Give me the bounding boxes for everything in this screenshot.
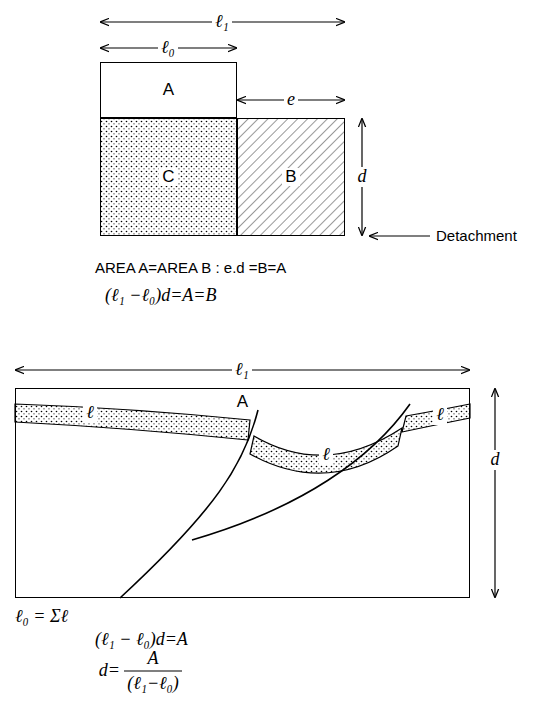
- stratigraphic-layer: [250, 428, 402, 473]
- equation: (ℓ₁ − ℓ₀)d=A: [95, 630, 188, 650]
- area-box: A: [100, 62, 237, 118]
- layer-length-label: ℓ: [319, 445, 333, 465]
- detachment-label: Detachment: [436, 228, 517, 245]
- fault-line: [192, 404, 410, 540]
- stratigraphic-layer: [15, 404, 250, 440]
- fraction-denominator: (ℓ₁−ℓ₀): [127, 674, 179, 694]
- area-box: C: [100, 118, 237, 236]
- equation: ℓ₀ = Σℓ: [15, 607, 68, 627]
- fault-line: [120, 410, 258, 598]
- equation: d=: [99, 661, 120, 681]
- equation: AREA A=AREA B : e.d =B=A: [95, 260, 286, 277]
- hatched-area: [237, 118, 345, 236]
- fraction-numerator: A: [148, 649, 159, 669]
- dimension-label: d: [355, 167, 370, 187]
- area-letter: A: [160, 81, 177, 100]
- stippled-area: [100, 118, 237, 236]
- area-letter: C: [159, 168, 177, 187]
- layer-length-label: ℓ: [433, 405, 447, 425]
- dimension-arrow: [494, 389, 495, 597]
- layer-length-label: ℓ: [83, 403, 97, 423]
- area-letter: A: [234, 393, 251, 412]
- fraction-bar: [124, 670, 182, 671]
- dimension-label: ℓ₁: [232, 360, 252, 380]
- equation: (ℓ₁ −ℓ₀)d=A=B: [105, 286, 216, 306]
- dimension-label: d: [488, 450, 503, 470]
- pointer-arrow: [370, 235, 430, 236]
- stratigraphic-layer: [402, 404, 470, 432]
- area-letter: B: [282, 168, 299, 187]
- dimension-label: ℓ₀: [158, 38, 178, 58]
- dimension-label: ℓ₁: [212, 12, 232, 32]
- dimension-label: e: [284, 90, 298, 110]
- area-box: B: [237, 118, 345, 236]
